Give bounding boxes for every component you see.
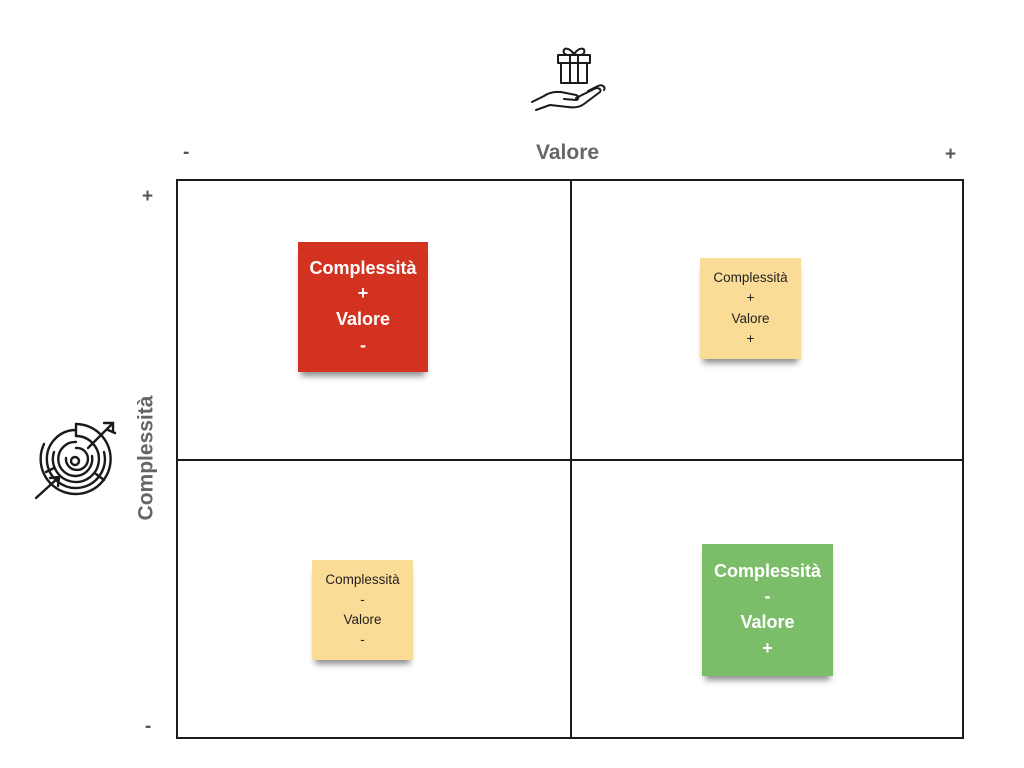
y-axis-title: Complessità [134, 395, 158, 521]
note-low-complexity-high-value: Complessità - Valore + [702, 544, 833, 676]
note-line: Valore [335, 309, 391, 329]
horizontal-divider [178, 459, 962, 461]
quadrant-grid [176, 179, 964, 739]
note-line: + [746, 330, 755, 346]
note-line: - [360, 334, 366, 355]
note-line: + [746, 290, 755, 306]
note-line: Valore [740, 612, 795, 632]
note-line: + [357, 283, 369, 304]
note-line: + [762, 637, 773, 658]
note-line: Complessità [713, 270, 788, 285]
note-line: Complessità [309, 257, 417, 278]
note-high-complexity-low-value: Complessità + Valore - [298, 242, 428, 372]
note-line: - [360, 632, 365, 648]
note-line: Complessità [713, 560, 822, 581]
y-axis-minus-label: - [145, 716, 152, 737]
note-line: Valore [343, 612, 382, 627]
gift-in-hand-icon [531, 47, 606, 111]
note-line: Complessità [325, 571, 400, 587]
x-axis-title: Valore [536, 141, 600, 164]
y-axis-plus-label: + [142, 186, 154, 207]
note-line: - [764, 586, 771, 607]
note-line: Valore [731, 310, 770, 326]
note-low-complexity-low-value: Complessità - Valore - [312, 560, 413, 660]
maze-target-icon [34, 421, 117, 500]
x-axis-plus-label: + [945, 144, 957, 165]
x-axis-minus-label: - [183, 142, 190, 163]
note-high-complexity-high-value: Complessità + Valore + [700, 258, 801, 359]
note-line: - [360, 591, 365, 607]
